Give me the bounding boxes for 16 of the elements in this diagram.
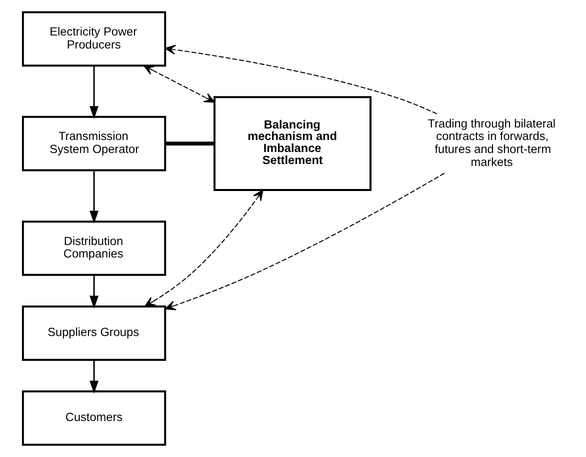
node-box: Distribution Companies <box>21 220 166 276</box>
arrow <box>164 172 444 310</box>
arrow <box>89 66 98 119</box>
node-box: Electricity Power Producers <box>21 11 166 67</box>
arrow <box>142 65 214 103</box>
node-box: Suppliers Groups <box>21 306 166 361</box>
arrow <box>144 190 263 307</box>
arrow <box>89 170 98 224</box>
node-box: Customers <box>21 390 166 446</box>
node-box: Balancing mechanism and Imbalance Settlement <box>213 96 371 191</box>
arrow <box>89 360 98 394</box>
connector <box>164 142 214 146</box>
node-text: Trading through bilateral contracts in forwards, futures and short-term markets <box>427 116 556 169</box>
arrow <box>164 44 437 114</box>
node-box: Transmission System Operator <box>21 116 166 172</box>
arrow <box>89 275 98 309</box>
